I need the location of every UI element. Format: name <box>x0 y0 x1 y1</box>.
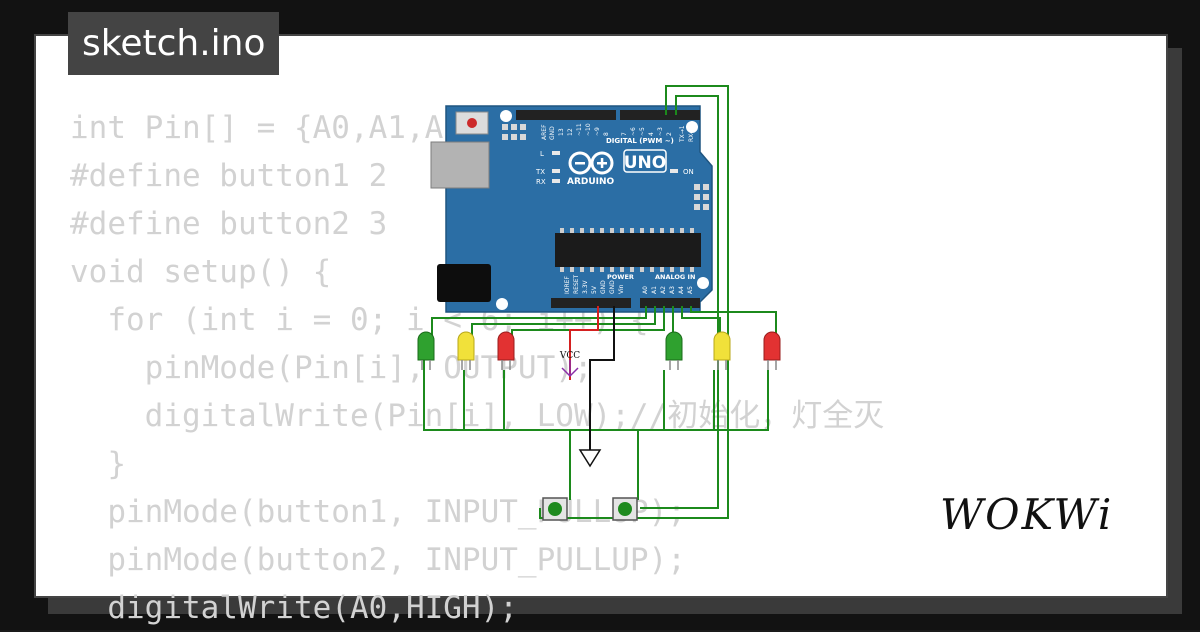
pin-label-power: 3.3V <box>582 279 589 294</box>
code-line: digitalWrite(Pin[i], LOW);//初始化，灯全灭 <box>70 398 885 434</box>
power-jack <box>437 264 491 302</box>
power-header <box>551 298 631 308</box>
mount-hole <box>496 298 508 310</box>
arduino-infinity-logo <box>568 151 614 175</box>
pin-label-analog: A1 <box>651 286 658 294</box>
analog-header-label: ANALOG IN <box>655 273 695 281</box>
pin-label-analog: A4 <box>678 286 685 294</box>
pin-label-digital: ~5 <box>639 127 646 136</box>
arduino-uno-board[interactable]: UNO ARDUINO DIGITAL (PWM ~) POWER ANALOG… <box>430 105 713 313</box>
led-l-indicator <box>552 151 560 155</box>
wire-button2 <box>640 95 719 509</box>
pin-label-power: GND <box>609 280 616 294</box>
pin-label-digital: 13 <box>558 128 565 136</box>
led-red[interactable] <box>497 331 515 370</box>
pin-label-power: GND <box>600 280 607 294</box>
mount-hole <box>697 277 709 289</box>
led-green[interactable] <box>417 331 435 370</box>
pin-label-analog: A3 <box>669 286 676 294</box>
mount-hole <box>500 110 512 122</box>
board-brand-label: ARDUINO <box>567 177 615 187</box>
pin-label-digital: ~6 <box>630 127 637 136</box>
led-on-label: ON <box>683 168 694 176</box>
pin-label-analog: A2 <box>660 286 667 294</box>
code-line: pinMode(button1, INPUT_PULLUP); <box>70 494 686 530</box>
pushbutton-1[interactable] <box>542 497 568 521</box>
pin-label-digital: ~10 <box>585 123 592 136</box>
icsp-header-right <box>694 184 709 210</box>
pin-label-power: RESET <box>573 274 580 294</box>
wire-led-a5 <box>690 306 777 350</box>
digital-header-label: DIGITAL (PWM ~) <box>606 137 674 145</box>
pin-label-digital: 2 <box>666 132 673 136</box>
wire-ground-bus <box>423 360 769 431</box>
digital-header-left <box>516 110 616 120</box>
led-green[interactable] <box>665 331 683 370</box>
pin-labels: AREF GND 13 12 ~11 ~10 ~9 8 7 ~6 ~5 4 ~3… <box>541 123 695 294</box>
led-rx-indicator <box>552 179 560 183</box>
pin-label-digital: 4 <box>648 132 655 136</box>
pin-label-digital: 7 <box>621 132 628 136</box>
wokwi-logo[interactable]: WOKWi <box>940 490 1114 539</box>
board-model-label: UNO <box>624 153 666 173</box>
pin-label-digital: 12 <box>567 128 574 136</box>
pushbutton-2[interactable] <box>612 497 638 521</box>
code-line: digitalWrite(A0,HIGH); <box>70 590 518 626</box>
code-preview: int Pin[] = {A0,A1,A2,A3,A4,A5};#define … <box>70 104 884 632</box>
vcc-label: VCC <box>559 351 580 361</box>
usb-connector <box>430 141 490 189</box>
pin-label-analog: A0 <box>642 286 649 294</box>
code-line: #define button2 3 <box>70 206 388 242</box>
led-yellow[interactable] <box>457 331 475 370</box>
file-name-tab[interactable]: sketch.ino <box>68 12 280 75</box>
analog-header <box>640 298 700 308</box>
pin-label-digital: ~9 <box>594 127 601 136</box>
digital-header-right <box>620 110 700 120</box>
led-red[interactable] <box>763 331 781 370</box>
reset-button-cap <box>467 118 477 128</box>
mount-hole <box>686 121 698 133</box>
pin-label-digital: ~11 <box>576 123 583 136</box>
vcc-symbol: VCC <box>559 351 580 378</box>
code-line: #define button1 2 <box>70 158 388 194</box>
icsp-header <box>502 124 526 140</box>
led-tx-label: TX <box>535 168 545 176</box>
pin-label-digital: 8 <box>603 132 610 136</box>
power-header-label: POWER <box>607 273 634 281</box>
wire-5v <box>569 306 599 380</box>
led-group <box>417 331 781 370</box>
pin-label-power: 5V <box>591 285 598 294</box>
code-line: pinMode(button2, INPUT_PULLUP); <box>70 542 686 578</box>
pin-label-digital: RX←0 <box>688 125 695 142</box>
pin-label-power: Vin <box>618 284 625 294</box>
pin-label-digital: ~3 <box>657 127 664 136</box>
ground-symbol <box>578 449 602 468</box>
led-rx-label: RX <box>536 178 546 186</box>
pin-label-digital: TX→1 <box>679 125 686 143</box>
led-l-label: L <box>540 150 544 158</box>
pin-label-aref: AREF <box>541 124 548 140</box>
pin-label-gnd: GND <box>549 126 556 140</box>
led-yellow[interactable] <box>713 331 731 370</box>
chip-pins <box>560 228 694 272</box>
project-card: int Pin[] = {A0,A1,A2,A3,A4,A5};#define … <box>34 34 1168 626</box>
wire-gnd <box>589 306 615 450</box>
pin-label-analog: A5 <box>687 286 694 294</box>
pin-label-power: IOREF <box>564 276 571 294</box>
wire-button1 <box>539 85 729 519</box>
code-line: } <box>70 446 126 482</box>
microcontroller-chip <box>555 233 701 267</box>
led-tx-indicator <box>552 169 560 173</box>
code-line: pinMode(Pin[i], OUTPUT); <box>70 350 593 386</box>
code-line: void setup() { <box>70 254 332 290</box>
led-on-indicator <box>670 169 678 173</box>
